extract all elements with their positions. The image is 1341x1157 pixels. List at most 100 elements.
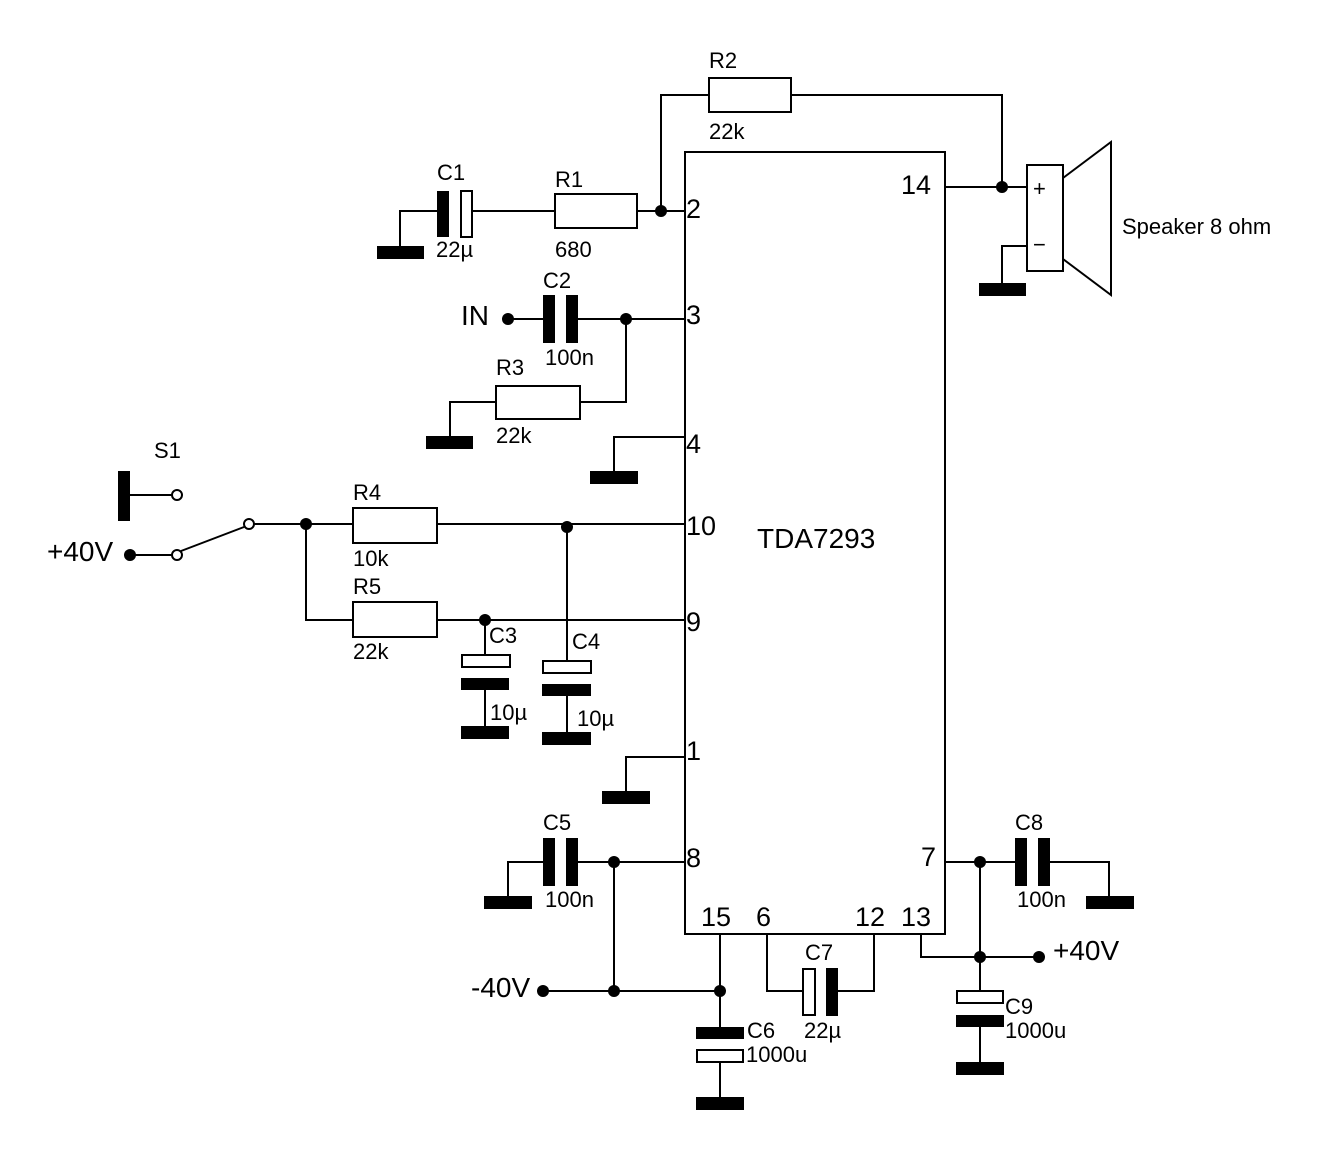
ground-symbol [1086, 896, 1134, 909]
ground-symbol [461, 726, 509, 739]
c3-plate-open [461, 654, 511, 668]
c2-value: 100n [545, 345, 594, 370]
vpos-switch-label: +40V [47, 536, 113, 567]
pin-7-label: 7 [921, 842, 936, 872]
r3-name: R3 [496, 355, 524, 380]
pin-14-label: 14 [901, 170, 931, 200]
pin-12-label: 12 [855, 902, 885, 932]
r4-value: 10k [353, 546, 389, 571]
vneg-label: -40V [471, 972, 530, 1003]
switch-s1 [118, 471, 353, 561]
c1-plate-filled [437, 191, 449, 237]
c6-plate-filled [696, 1027, 744, 1039]
junction-dot [608, 985, 620, 997]
c7-plate-open [802, 968, 816, 1016]
c2-plate-right [566, 295, 578, 343]
s1-contact [171, 489, 183, 501]
speaker-label: Speaker 8 ohm [1122, 214, 1271, 239]
r4-name: R4 [353, 480, 381, 505]
input-network [426, 295, 685, 449]
c5-plate-right [566, 838, 578, 886]
ground-symbol [979, 283, 1026, 296]
pin4-ground [590, 436, 685, 484]
c6-value: 1000u [746, 1042, 807, 1067]
c4-name: C4 [572, 629, 600, 654]
pin-10-label: 10 [686, 511, 716, 541]
output-network [945, 181, 1027, 193]
vpos-out-label: +40V [1053, 935, 1119, 966]
r1-name: R1 [555, 167, 583, 192]
pin-8-label: 8 [686, 843, 701, 873]
c8-value: 100n [1017, 887, 1066, 912]
pin-3-label: 3 [686, 300, 701, 330]
resistor-r3 [495, 385, 581, 420]
s1-bar [118, 471, 130, 521]
c3-value: 10µ [490, 700, 527, 725]
s1-contact [243, 518, 255, 530]
r5-value: 22k [353, 639, 389, 664]
input-label: IN [461, 300, 489, 331]
c1-name: C1 [437, 160, 465, 185]
ground-symbol [696, 1097, 744, 1110]
c3-name: C3 [489, 623, 517, 648]
pin-4-label: 4 [686, 429, 701, 459]
pin1-ground [602, 756, 685, 804]
c8-plate-right [1038, 838, 1050, 886]
c9-plate-open [956, 990, 1004, 1004]
c5-value: 100n [545, 887, 594, 912]
c1-network [377, 77, 1003, 259]
s1-contact [171, 549, 183, 561]
c8-name: C8 [1015, 810, 1043, 835]
speaker-minus: − [1033, 232, 1046, 257]
resistor-r1 [554, 193, 638, 229]
resistor-r2 [708, 77, 792, 113]
pin-6-label: 6 [756, 902, 771, 932]
speaker-symbol: + − [979, 140, 1112, 297]
junction-dot [996, 181, 1008, 193]
negative-supply-network [484, 838, 744, 1110]
c4-value: 10µ [577, 706, 614, 731]
pin-1-label: 1 [686, 736, 701, 766]
c9-name: C9 [1005, 994, 1033, 1019]
c6-plate-open [696, 1049, 744, 1063]
ground-symbol [602, 791, 650, 804]
c1-plate-open [460, 190, 473, 238]
c6-name: C6 [747, 1018, 775, 1043]
c9-plate-filled [956, 1015, 1004, 1027]
c7-name: C7 [805, 940, 833, 965]
resistor-r5 [352, 601, 438, 638]
r2-name: R2 [709, 48, 737, 73]
ground-symbol [956, 1062, 1004, 1075]
pin-15-label: 15 [701, 902, 731, 932]
s1-name: S1 [154, 438, 181, 463]
pin-2-label: 2 [686, 194, 701, 224]
bootstrap-network [766, 934, 875, 1016]
vpos-out-terminal-dot [1033, 951, 1045, 963]
c9-value: 1000u [1005, 1018, 1066, 1043]
ic-part-label: TDA7293 [757, 523, 875, 554]
c5-name: C5 [543, 810, 571, 835]
c2-plate-left [543, 295, 555, 343]
c2-name: C2 [543, 268, 571, 293]
resistor-r4 [352, 507, 438, 544]
c7-value: 22µ [804, 1018, 841, 1043]
positive-supply-network [920, 838, 1134, 1075]
ic-body [684, 151, 946, 935]
r3-value: 22k [496, 423, 532, 448]
r5-name: R5 [353, 574, 381, 599]
c4-plate-filled [542, 684, 591, 696]
c4-plate-open [542, 660, 592, 674]
c7-plate-filled [826, 968, 838, 1016]
ground-symbol [377, 246, 424, 259]
c5-plate-left [543, 838, 555, 886]
pin-13-label: 13 [901, 902, 931, 932]
c8-plate-left [1015, 838, 1027, 886]
mute-standby-network [305, 507, 685, 745]
c3-plate-filled [461, 678, 509, 690]
ground-symbol [484, 896, 532, 909]
r2-value: 22k [709, 119, 745, 144]
speaker-plus: + [1033, 176, 1046, 201]
ground-symbol [542, 732, 591, 745]
ground-symbol [590, 471, 638, 484]
